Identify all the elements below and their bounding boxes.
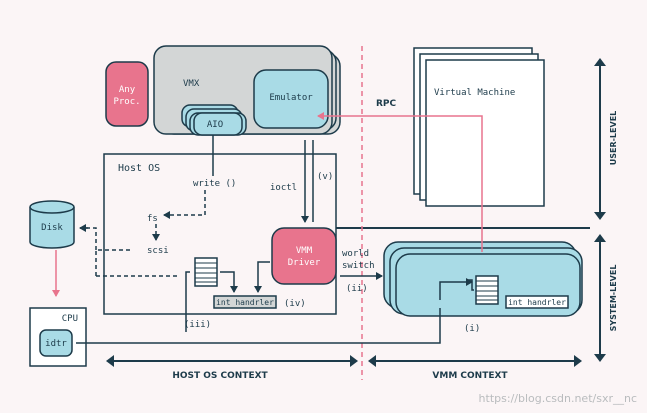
any-proc-label-2: Proc. (113, 97, 140, 107)
v-label: (v) (317, 172, 333, 182)
ii-label: (ii) (346, 284, 368, 294)
iii-label: (iii) (184, 320, 211, 330)
system-level-label: SYSTEM-LEVEL (609, 265, 618, 332)
disk-top (29, 200, 75, 214)
cpu-label: CPU (62, 314, 78, 324)
idtr-box (39, 329, 73, 357)
i-label: (i) (464, 324, 480, 334)
vmm-int-handler-box (505, 295, 569, 309)
vmm-driver-label-1: VMM (296, 246, 313, 256)
host-int-handler-label: int handrler (216, 298, 274, 307)
vmm-int-handler-label: int handrler (508, 298, 566, 307)
emulator-box (253, 69, 329, 129)
aio-box (193, 112, 243, 136)
watermark: https://blog.csdn.net/sxr__nc (479, 392, 637, 405)
write-label: write () (193, 179, 236, 189)
vm-page-1 (425, 59, 545, 207)
i-path (76, 308, 441, 344)
iv-label: (iv) (284, 299, 306, 309)
scsi-label: scsi (147, 246, 169, 256)
host-os-box (103, 153, 337, 315)
iii-path (185, 271, 190, 332)
user-level-label: USER-LEVEL (609, 111, 618, 166)
scsi-to-disk-path (80, 227, 130, 276)
idtr-label: idtr (45, 339, 67, 349)
world-switch-label-2: switch (342, 261, 375, 271)
disk-label: Disk (41, 223, 63, 233)
write-to-fs-arrow (163, 190, 206, 219)
fs-label: fs (147, 214, 158, 224)
vmx-label: VMX (183, 79, 200, 89)
host-os-label: Host OS (118, 163, 160, 174)
vmm-stack-icon (475, 275, 499, 305)
ioctl-label: ioctl (270, 183, 297, 193)
host-stack-icon (194, 257, 218, 287)
host-int-handler-box (213, 295, 277, 309)
rpc-arrow (317, 112, 483, 252)
world-switch-label-1: world (342, 249, 369, 259)
virtual-machine-label: Virtual Machine (434, 88, 515, 98)
disk-body (29, 207, 75, 249)
aio-label: AIO (207, 120, 223, 130)
any-proc-label-1: Any (119, 85, 136, 95)
rpc-label: RPC (376, 99, 397, 109)
vmm-driver-box (271, 227, 337, 285)
any-proc-box (105, 61, 149, 127)
vmm-context-label: VMM CONTEXT (432, 371, 508, 381)
emulator-label: Emulator (269, 93, 313, 103)
vmm-driver-label-2: Driver (288, 258, 321, 268)
host-os-context-label: HOST OS CONTEXT (172, 371, 268, 381)
